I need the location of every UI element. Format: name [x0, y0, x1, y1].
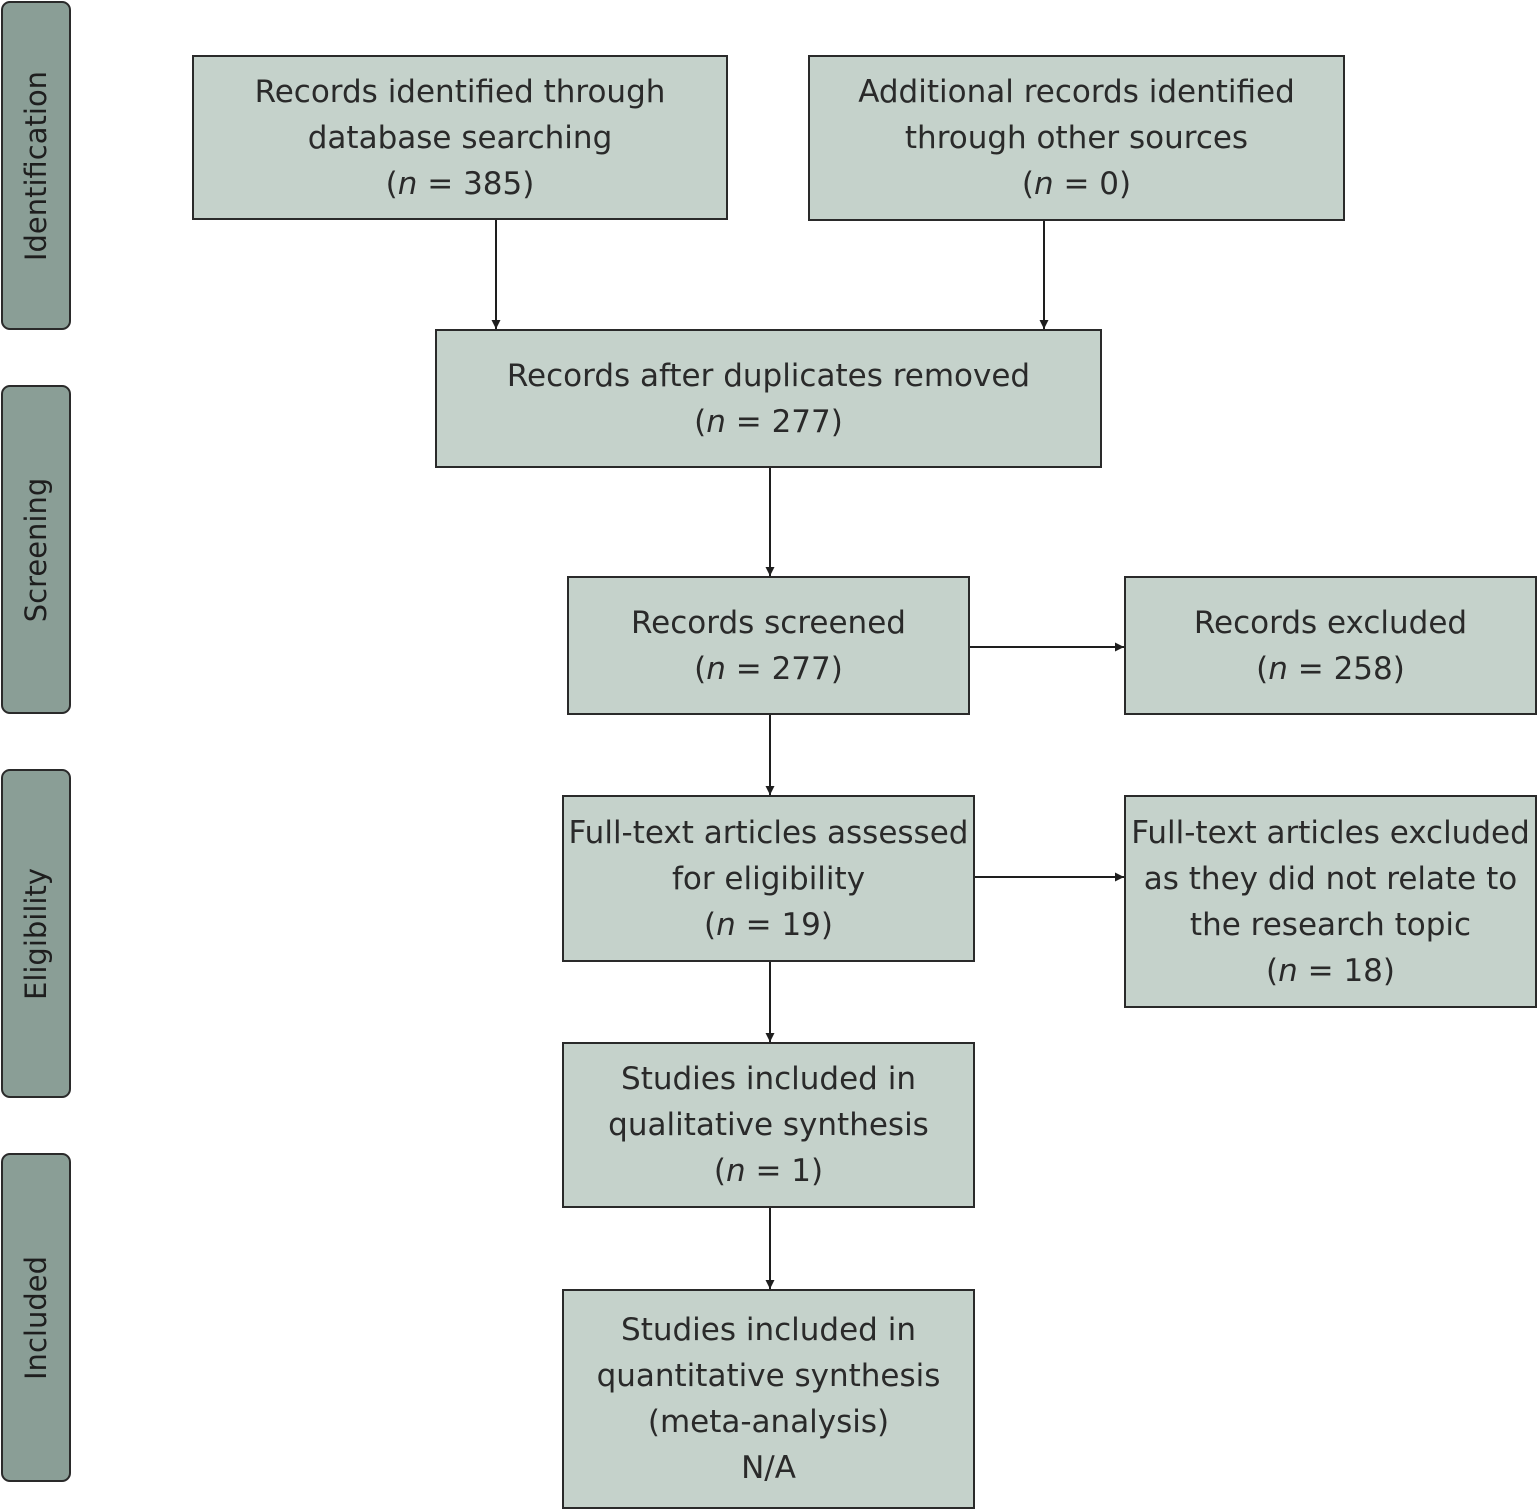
box-text-line: Records screened	[631, 604, 906, 641]
phase-included: Included	[1, 1153, 71, 1482]
box-text-line: Records excluded	[1193, 604, 1468, 641]
box-text-line: Records identified through	[254, 73, 666, 110]
box-count: (n = 258)	[1256, 650, 1405, 687]
box-other-records: Additional records identified through ot…	[808, 55, 1345, 221]
box-text-line: Full-text articles excluded	[1131, 814, 1530, 851]
box-text-line: database searching	[307, 119, 613, 156]
box-count: (n = 19)	[704, 906, 833, 943]
box-text-line: through other sources	[904, 120, 1249, 156]
box-count: (n = 18)	[1266, 952, 1395, 989]
box-count: (n = 0)	[1021, 166, 1132, 202]
box-duplicates-removed: Records after duplicates removed (n = 27…	[435, 329, 1102, 468]
box-qualitative-synthesis: Studies included in qualitative synthesi…	[562, 1042, 975, 1208]
box-fulltext-assessed: Full-text articles assessed for eligibil…	[562, 795, 975, 962]
box-text-line: the research topic	[1189, 906, 1472, 943]
phase-identification: Identification	[1, 1, 71, 330]
box-count: (n = 277)	[694, 403, 843, 440]
box-count: (n = 1)	[713, 1153, 824, 1189]
phase-eligibility: Eligibility	[1, 769, 71, 1098]
box-records-excluded: Records excluded (n = 258)	[1124, 576, 1537, 715]
box-text-line: Full-text articles assessed	[568, 814, 969, 851]
box-text-line: quantitative synthesis	[596, 1358, 941, 1394]
box-count: (n = 277)	[694, 650, 843, 687]
box-text-line: Additional records identified	[858, 74, 1295, 110]
box-text-line: Records after duplicates removed	[506, 357, 1031, 394]
box-text-line: as they did not relate to	[1143, 860, 1518, 897]
box-quantitative-synthesis: Studies included in quantitative synthes…	[562, 1289, 975, 1509]
box-database-records: Records identified through database sear…	[192, 55, 728, 220]
box-text-line: qualitative synthesis	[608, 1107, 929, 1143]
box-records-screened: Records screened (n = 277)	[567, 576, 970, 715]
box-text-line: (meta-analysis)	[647, 1404, 890, 1440]
box-count: (n = 385)	[385, 165, 535, 202]
box-text-line: Studies included in	[621, 1061, 916, 1097]
phase-screening: Screening	[1, 385, 71, 714]
box-text-line: for eligibility	[671, 860, 866, 897]
box-text-line: Studies included in	[621, 1312, 916, 1348]
box-fulltext-excluded: Full-text articles excluded as they did …	[1124, 795, 1537, 1008]
box-text-line: N/A	[741, 1450, 796, 1486]
